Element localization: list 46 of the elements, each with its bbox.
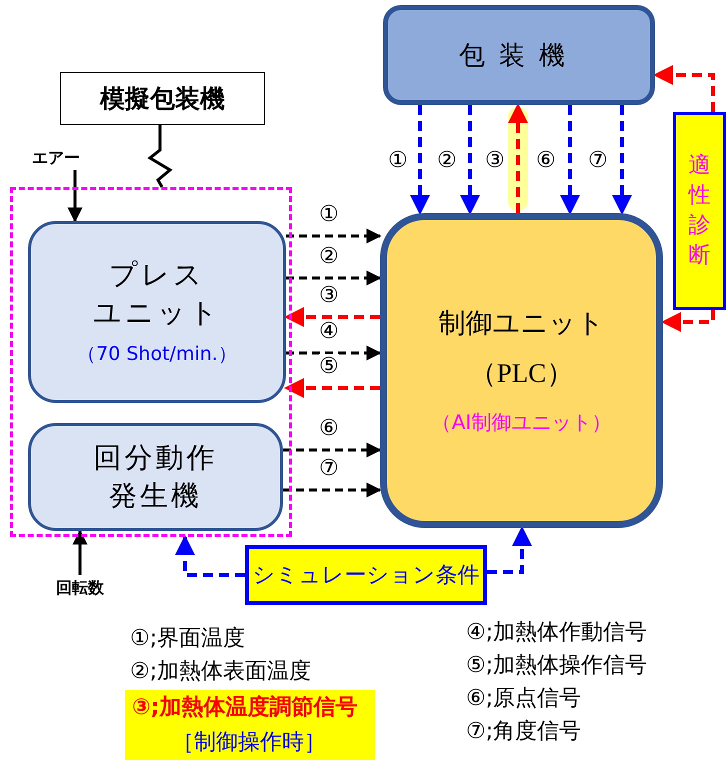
machine-box xyxy=(383,5,655,105)
boundary-box xyxy=(10,187,292,537)
arrow xyxy=(487,526,532,574)
node-title: 制御ユニット xyxy=(438,307,604,341)
node-title: プレスユニット xyxy=(93,257,221,332)
signal-note: ［制御操作時］ xyxy=(172,729,326,757)
arrow xyxy=(612,105,632,215)
arrow xyxy=(661,310,715,332)
node-note: （PLC） xyxy=(470,357,574,390)
arrow xyxy=(284,307,380,327)
arrow xyxy=(286,346,382,360)
signal-note: ①;界面温度 xyxy=(130,625,246,653)
node-note: （AI制御ユニット） xyxy=(432,409,612,436)
node-title: シミュレーション条件 xyxy=(252,562,480,590)
signal-note: ⑥;原点信号 xyxy=(466,685,582,713)
arrow xyxy=(284,378,380,398)
node-title: 模擬包装機 xyxy=(100,83,225,115)
arrow xyxy=(460,105,480,215)
arrow xyxy=(560,105,580,215)
arrow xyxy=(68,170,82,222)
arrow xyxy=(283,482,382,498)
node-title: 包装機 xyxy=(459,40,579,72)
diagnosis-box xyxy=(673,112,726,310)
unit-box xyxy=(28,423,283,531)
unit-box xyxy=(28,221,286,403)
arrow xyxy=(286,270,382,286)
node-note: （70 Shot/min.） xyxy=(77,342,237,367)
node-title: 適性診断 xyxy=(688,152,712,270)
node-title: エアー xyxy=(32,148,80,168)
leader-line xyxy=(147,125,173,188)
controller-box xyxy=(380,213,663,528)
node-title: 回分動作発生機 xyxy=(94,440,218,514)
signal-note: ③;加熱体温度調節信号 xyxy=(132,694,358,722)
arrow xyxy=(286,228,382,244)
arrow xyxy=(72,530,88,575)
arrow xyxy=(410,105,430,215)
node-title: 回転数 xyxy=(56,578,104,598)
signal-note: ②;加熱体表面温度 xyxy=(130,658,312,686)
label-box xyxy=(60,72,265,125)
signal-note: ⑤;加熱体操作信号 xyxy=(466,652,648,680)
condition-box xyxy=(245,545,487,605)
signal-note: ⑦;角度信号 xyxy=(466,718,582,746)
arrow xyxy=(283,442,382,458)
signal-note: ④;加熱体作動信号 xyxy=(466,619,648,647)
arrow xyxy=(653,65,715,112)
arrow xyxy=(175,535,245,577)
